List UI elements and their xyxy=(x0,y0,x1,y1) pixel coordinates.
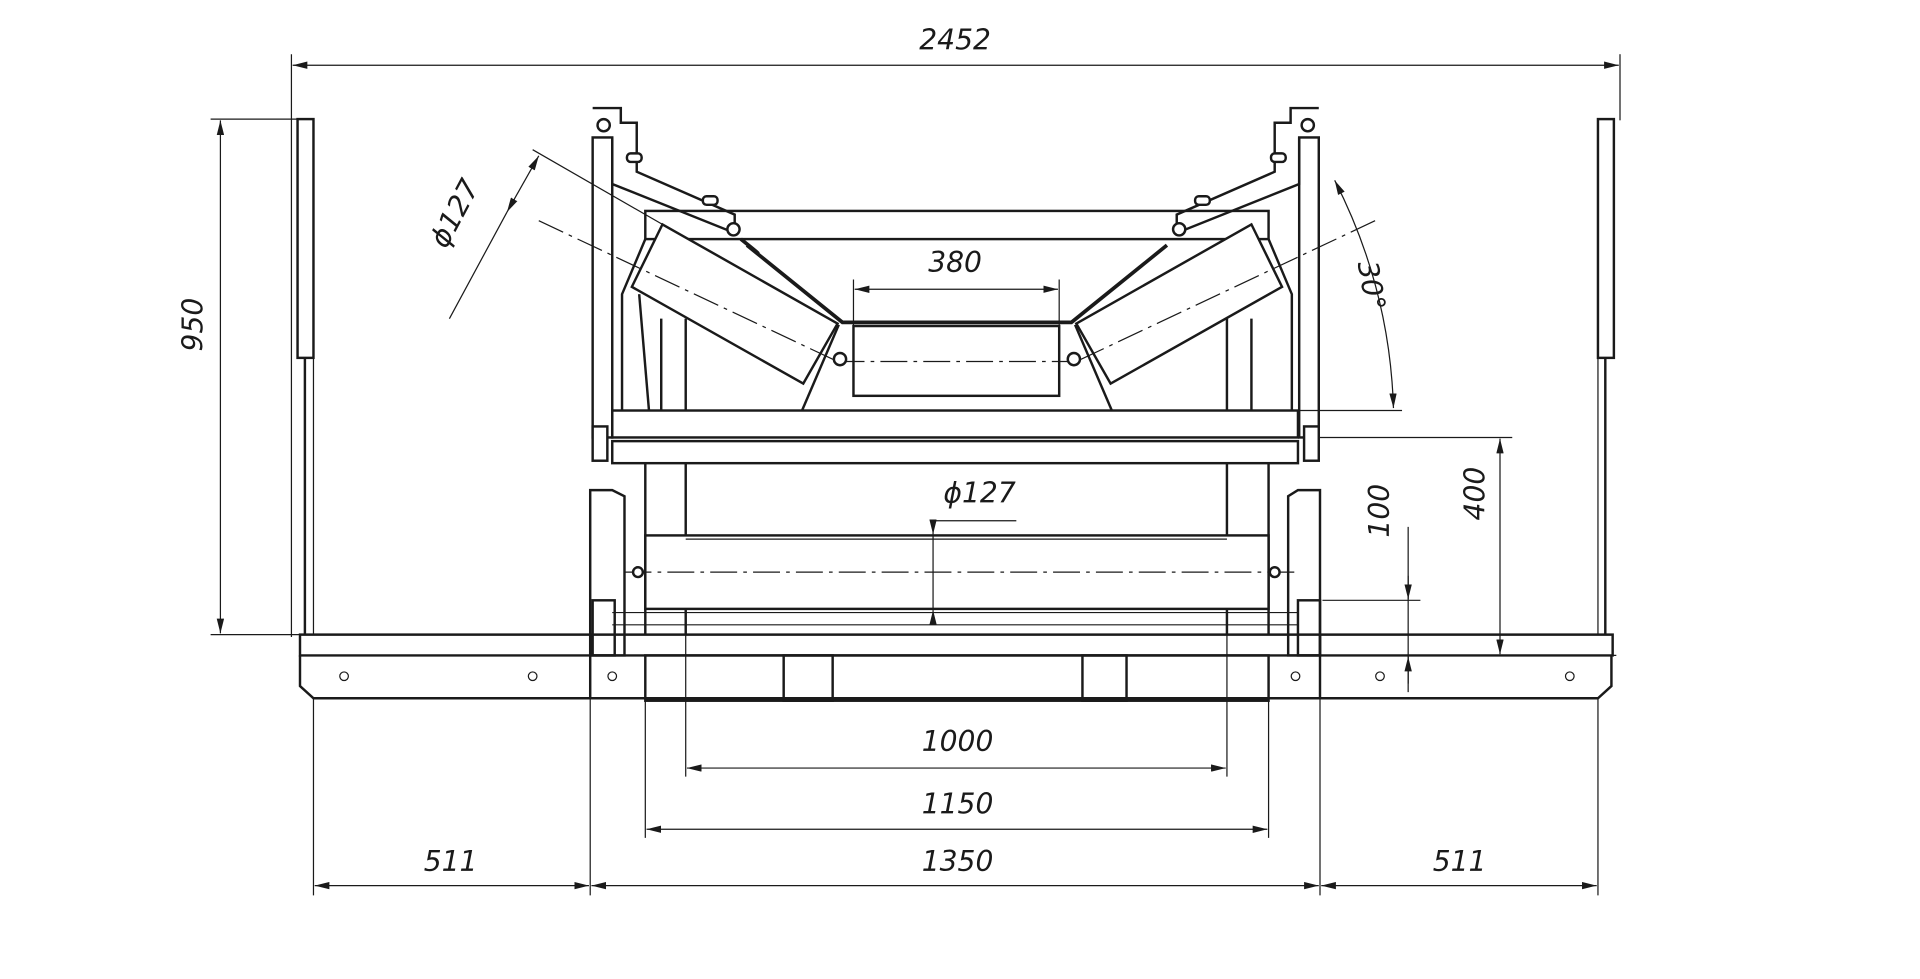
dim-380: 380 xyxy=(928,246,982,279)
dim-1350: 1350 xyxy=(922,845,994,878)
dimension-roller-diameter-upper: ϕ127 xyxy=(423,149,663,319)
mounting-holes xyxy=(339,671,1575,682)
top-brackets xyxy=(592,106,1319,237)
upper-rollers xyxy=(538,220,1376,398)
dim-511-left: 511 xyxy=(424,845,478,878)
dim-100: 100 xyxy=(1363,484,1396,538)
dim-1150: 1150 xyxy=(922,787,994,820)
left-wing-roller xyxy=(630,222,840,386)
trough-frame xyxy=(620,209,1294,412)
dim-30-degrees: 30° xyxy=(1351,258,1392,313)
cross-beams xyxy=(591,409,1321,465)
dimension-bottom: 1000 1150 511 1350 511 xyxy=(312,634,1599,896)
dim-400: 400 xyxy=(1458,467,1491,521)
dim-2452: 2452 xyxy=(919,23,991,56)
dimension-roller-diameter-return: ϕ127 xyxy=(929,476,1017,625)
dim-phi127-return: ϕ127 xyxy=(943,476,1015,509)
return-roller xyxy=(624,534,1298,611)
right-wing-roller xyxy=(1074,222,1284,386)
base-frame xyxy=(298,633,1614,702)
dimension-center-roller: 380 xyxy=(852,246,1060,327)
dimension-trough-angle: 30° xyxy=(1297,180,1403,412)
dim-511-right: 511 xyxy=(1433,845,1487,878)
dim-1000: 1000 xyxy=(922,725,994,758)
belt xyxy=(739,237,1169,325)
dimension-heights-right: 400 100 xyxy=(1320,436,1617,693)
side-guard-plates xyxy=(296,117,1616,635)
dim-950: 950 xyxy=(176,298,209,352)
dimension-overall-width: 2452 xyxy=(290,23,1621,638)
dim-phi127-upper: ϕ127 xyxy=(423,174,486,253)
dimension-height: 950 xyxy=(176,118,309,636)
